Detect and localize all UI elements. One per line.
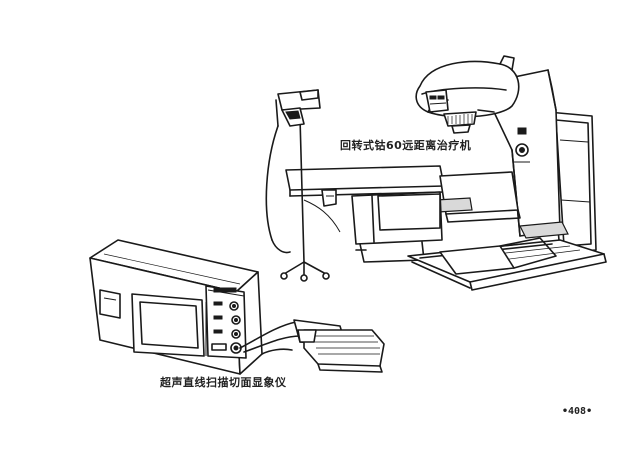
ultrasound-device-label: 超声直线扫描切面显象仪 [160,376,287,389]
machine-gantry [493,69,561,237]
cobalt-machine-label: 回转式钴60远距离治疗机 [340,139,472,152]
machine-couch [285,165,521,223]
machine-treatment-head [415,55,520,134]
scanner-front-panel [131,285,247,359]
page-number: •408• [562,406,593,417]
scanner-transducer-probe [239,319,385,373]
machine-couch-pedestal [351,191,443,263]
ultrasound-scanner [89,239,385,375]
cobalt-therapy-machine [265,55,607,291]
machine-lamp-stand [265,89,341,282]
machine-base-platform [407,221,607,291]
